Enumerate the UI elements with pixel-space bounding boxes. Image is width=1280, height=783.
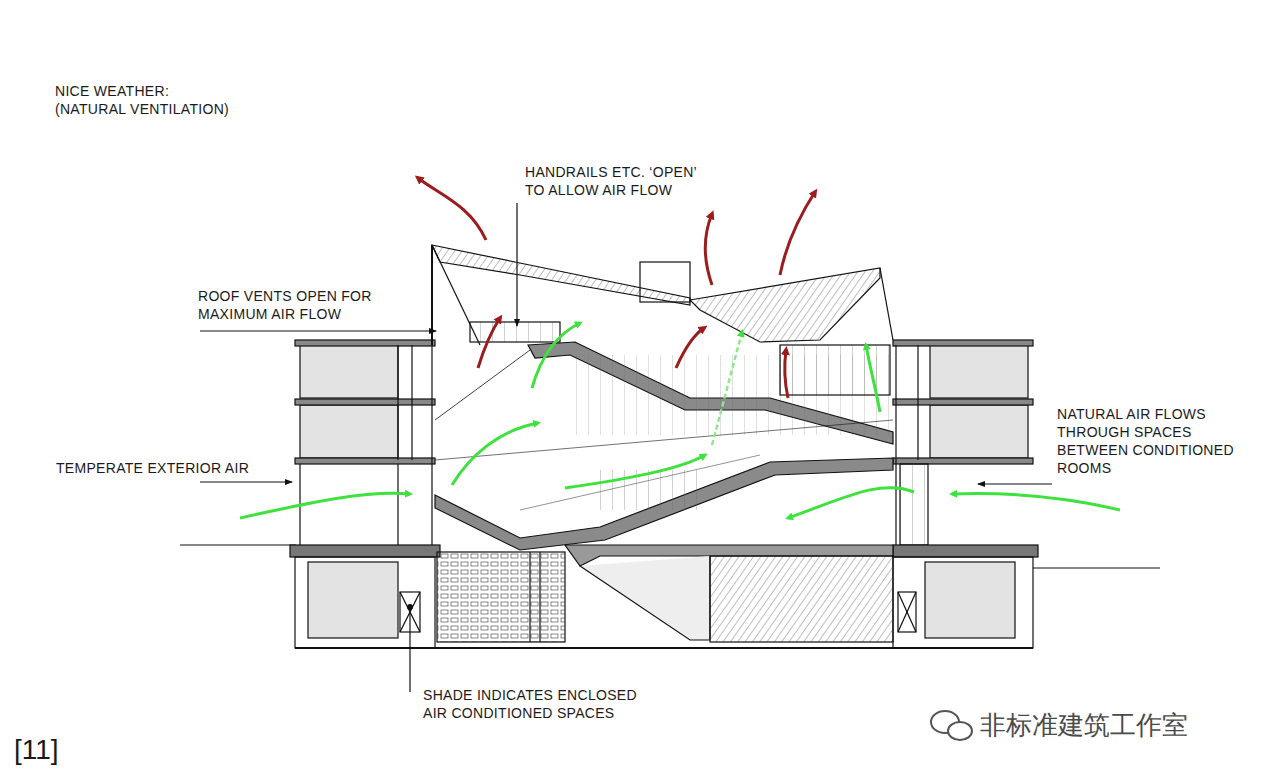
callout-note: NATURAL AIR FLOWS THROUGH SPACES BETWEEN…: [1057, 405, 1239, 477]
callout-note: HANDRAILS ETC. ‘OPEN’ TO ALLOW AIR FLOW: [525, 163, 707, 199]
callout-note: TEMPERATE EXTERIOR AIR: [56, 459, 249, 477]
figure-number: [11]: [14, 733, 59, 767]
callout-note: ROOF VENTS OPEN FOR MAXIMUM AIR FLOW: [198, 287, 408, 323]
callout-note: SHADE INDICATES ENCLOSED AIR CONDITIONED…: [423, 686, 651, 722]
diagram-title: NICE WEATHER: (NATURAL VENTILATION): [55, 82, 239, 118]
watermark: 非标准建筑工作室: [980, 710, 1188, 741]
